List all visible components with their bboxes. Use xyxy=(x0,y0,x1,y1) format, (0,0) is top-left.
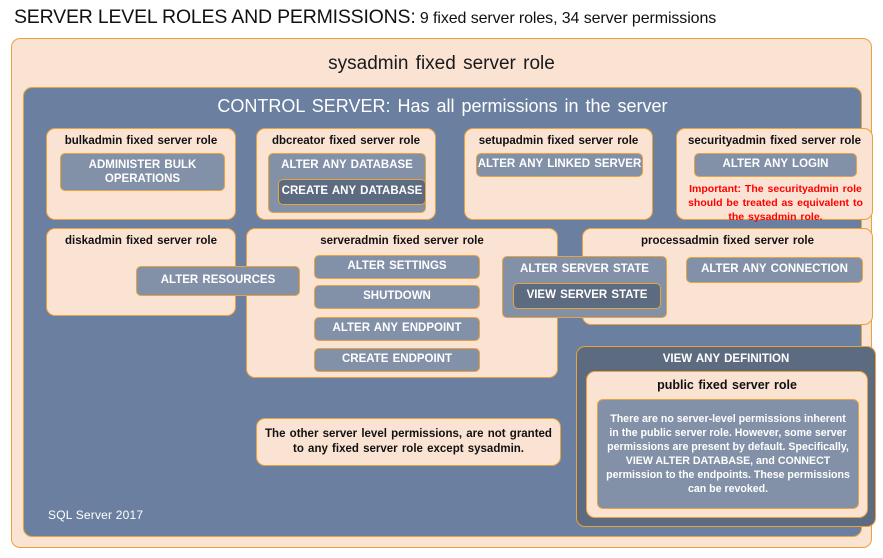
page-title-subtitle: 9 fixed server roles, 34 server permissi… xyxy=(415,10,717,27)
page-title-strong: SERVER LEVEL ROLES AND PERMISSIONS: xyxy=(14,6,416,28)
permission-chip-create-endpoint[interactable]: CREATE ENDPOINT xyxy=(314,348,480,372)
role-box-serveradmin: serveradmin fixed server role ALTER SETT… xyxy=(246,228,558,378)
securityadmin-important-note: Important: The securityadmin role should… xyxy=(688,183,863,223)
permission-chip-administer-bulk-operations[interactable]: ADMINISTER BULK OPERATIONS xyxy=(60,153,225,191)
permission-chip-alter-resources[interactable]: ALTER RESOURCES xyxy=(136,266,300,296)
permission-chip-create-any-database[interactable]: CREATE ANY DATABASE xyxy=(278,179,426,205)
permission-chip-alter-any-connection[interactable]: ALTER ANY CONNECTION xyxy=(686,257,863,283)
role-title-diskadmin: diskadmin fixed server role xyxy=(65,235,217,247)
role-box-setupadmin: setupadmin fixed server role ALTER ANY L… xyxy=(464,128,653,220)
permission-chip-alter-settings[interactable]: ALTER SETTINGS xyxy=(314,255,480,279)
role-box-dbcreator: dbcreator fixed server role ALTER ANY DA… xyxy=(256,128,436,220)
role-title-setupadmin: setupadmin fixed server role xyxy=(478,135,639,147)
role-title-bulkadmin: bulkadmin fixed server role xyxy=(64,135,218,147)
permission-chip-shutdown[interactable]: SHUTDOWN xyxy=(314,285,480,309)
permission-chip-alter-any-linked-server[interactable]: ALTER ANY LINKED SERVER xyxy=(476,153,643,177)
sysadmin-role-label: sysadmin fixed server role xyxy=(328,53,555,74)
permission-chip-alter-any-login[interactable]: ALTER ANY LOGIN xyxy=(694,153,857,177)
page-title: SERVER LEVEL ROLES AND PERMISSIONS: 9 fi… xyxy=(14,6,874,34)
permission-label-alter-server-state: ALTER SERVER STATE xyxy=(520,263,649,275)
role-title-serveradmin: serveradmin fixed server role xyxy=(320,235,484,247)
permission-label-view-any-definition: VIEW ANY DEFINITION xyxy=(662,353,790,365)
role-box-bulkadmin: bulkadmin fixed server role ADMINISTER B… xyxy=(46,128,236,220)
permission-chip-view-server-state[interactable]: VIEW SERVER STATE xyxy=(513,283,661,309)
permission-chip-alter-any-endpoint[interactable]: ALTER ANY ENDPOINT xyxy=(314,317,480,341)
public-role-note: There are no server-level permissions in… xyxy=(597,399,859,509)
control-server-label: CONTROL SERVER: Has all permissions in t… xyxy=(217,96,668,116)
view-any-definition-panel: VIEW ANY DEFINITION public fixed server … xyxy=(576,346,876,527)
footer-version-label: SQL Server 2017 xyxy=(48,508,144,522)
role-title-dbcreator: dbcreator fixed server role xyxy=(271,135,421,147)
sysadmin-role-panel: sysadmin fixed server role CONTROL SERVE… xyxy=(11,38,876,548)
role-title-public: public fixed server role xyxy=(657,378,797,392)
other-permissions-note: The other server level permissions, are … xyxy=(256,418,561,466)
role-box-public: public fixed server role There are no se… xyxy=(586,371,868,518)
role-box-securityadmin: securityadmin fixed server role ALTER AN… xyxy=(676,128,873,223)
role-title-processadmin: processadmin fixed server role xyxy=(640,235,815,247)
role-title-securityadmin: securityadmin fixed server role xyxy=(687,135,862,147)
permission-label-alter-any-database: ALTER ANY DATABASE xyxy=(281,159,413,171)
control-server-panel: CONTROL SERVER: Has all permissions in t… xyxy=(23,87,876,537)
